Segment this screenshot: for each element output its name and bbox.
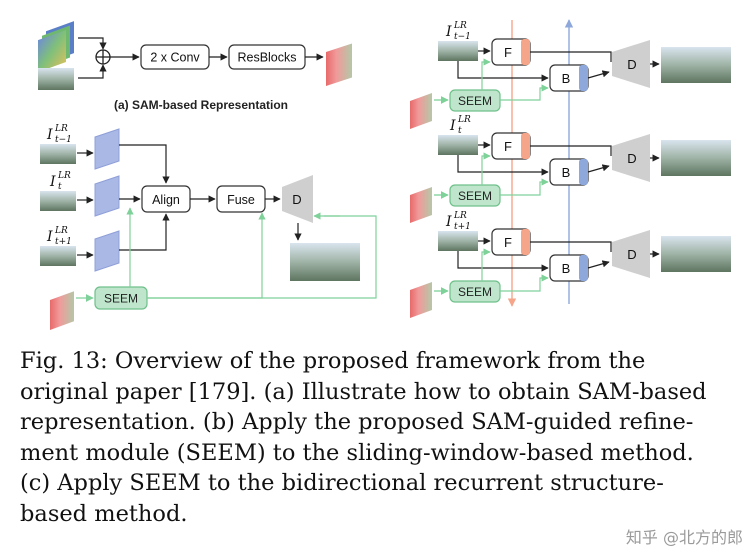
frame-sub: t+1 (55, 237, 72, 247)
seem-input-map (410, 92, 432, 129)
frame-sup: LR (54, 226, 68, 236)
hr-output-image (661, 47, 731, 83)
forward-label: F (504, 235, 512, 250)
decoder-shape (282, 175, 313, 223)
frame-base: I (449, 118, 456, 134)
recurrent-row-1: F B D SEEM (410, 38, 731, 129)
input-frame-thumb (38, 68, 74, 90)
frame-label-prev: I LR t−1 (445, 21, 471, 42)
frame-sup: LR (453, 21, 467, 31)
seem-label: SEEM (458, 189, 492, 203)
feature-next (94, 230, 120, 272)
frame-base: I (46, 127, 53, 143)
figure-caption: Fig. 13: Overview of the proposed framew… (20, 346, 740, 529)
lr-frame-next (40, 246, 76, 266)
decoder-label: D (292, 192, 301, 207)
forward-label: F (504, 45, 512, 60)
lr-frame-cur (40, 191, 76, 211)
backward-label: B (562, 71, 571, 86)
frame-sup: LR (54, 124, 68, 134)
forward-label: F (504, 139, 512, 154)
seem-label: SEEM (104, 292, 138, 306)
frame-base: I (49, 174, 56, 190)
frame-label-prev: I LR t−1 (46, 124, 72, 145)
frame-label-cur: I LR t (449, 115, 471, 136)
sam-representation-output (326, 43, 352, 86)
caption-line: representation. (b) Apply the proposed S… (20, 409, 694, 435)
panel-a: 2 x Conv ResBlocks (a) SAM-based Represe… (38, 21, 352, 112)
frame-sub: t−1 (55, 135, 72, 145)
frame-sup: LR (453, 211, 467, 221)
frame-label-cur: I LR t (49, 171, 71, 192)
conv-label: 2 x Conv (150, 51, 200, 65)
panel-a-title: (a) SAM-based Representation (114, 98, 288, 112)
frame-base: I (46, 229, 53, 245)
frame-label-next: I LR t+1 (46, 226, 72, 247)
lr-frame (438, 41, 478, 61)
backward-label: B (562, 261, 571, 276)
frame-sup: LR (457, 115, 471, 125)
backward-label: B (562, 165, 571, 180)
seem-input-map (410, 281, 432, 318)
caption-line: Fig. 13: Overview of the proposed framew… (20, 348, 646, 374)
frame-label-next: I LR t+1 (445, 211, 471, 232)
decoder-shape (612, 134, 650, 182)
frame-sup: LR (57, 171, 71, 181)
lr-frame (438, 135, 478, 155)
hr-output-image (661, 236, 731, 272)
decoder-shape (612, 40, 650, 88)
hr-output-image (661, 140, 731, 176)
seem-label: SEEM (458, 285, 492, 299)
frame-base: I (445, 214, 452, 230)
seem-input-map (410, 186, 432, 223)
recurrent-row-3: F B D SEEM (410, 228, 731, 318)
decoder-label: D (627, 247, 636, 262)
panel-b: I LR t−1 I LR t I LR t+1 Align (40, 124, 377, 330)
feature-prev (94, 128, 120, 170)
seg-map-stack (38, 21, 74, 73)
frame-sub: t−1 (454, 32, 471, 42)
caption-line: based method. (20, 500, 188, 527)
hr-output-image (290, 243, 360, 281)
frame-sub: t (458, 126, 462, 136)
resblocks-label: ResBlocks (237, 51, 296, 65)
fuse-label: Fuse (227, 193, 255, 207)
caption-line: original paper [179]. (a) Illustrate how… (20, 378, 707, 405)
seem-label: SEEM (458, 94, 492, 108)
panel-c: I LR t−1 I LR t I LR t+1 F B (410, 19, 731, 318)
frame-sub: t+1 (454, 222, 471, 232)
lr-frame-prev (40, 144, 76, 164)
feature-cur (94, 175, 120, 217)
frame-base: I (445, 24, 452, 40)
recurrent-row-2: F B D SEEM (410, 132, 731, 223)
decoder-label: D (627, 151, 636, 166)
caption-line: (c) Apply SEEM to the bidirectional recu… (20, 470, 664, 496)
align-label: Align (152, 193, 180, 207)
seem-input-map (50, 291, 74, 330)
lr-frame (438, 231, 478, 251)
decoder-shape (612, 230, 650, 278)
caption-line: ment module (SEEM) to the sliding-window… (20, 439, 694, 466)
decoder-label: D (627, 57, 636, 72)
watermark: 知乎 @北方的郎 (625, 528, 743, 547)
framework-figure: 2 x Conv ResBlocks (a) SAM-based Represe… (38, 19, 731, 330)
frame-sub: t (58, 182, 62, 192)
